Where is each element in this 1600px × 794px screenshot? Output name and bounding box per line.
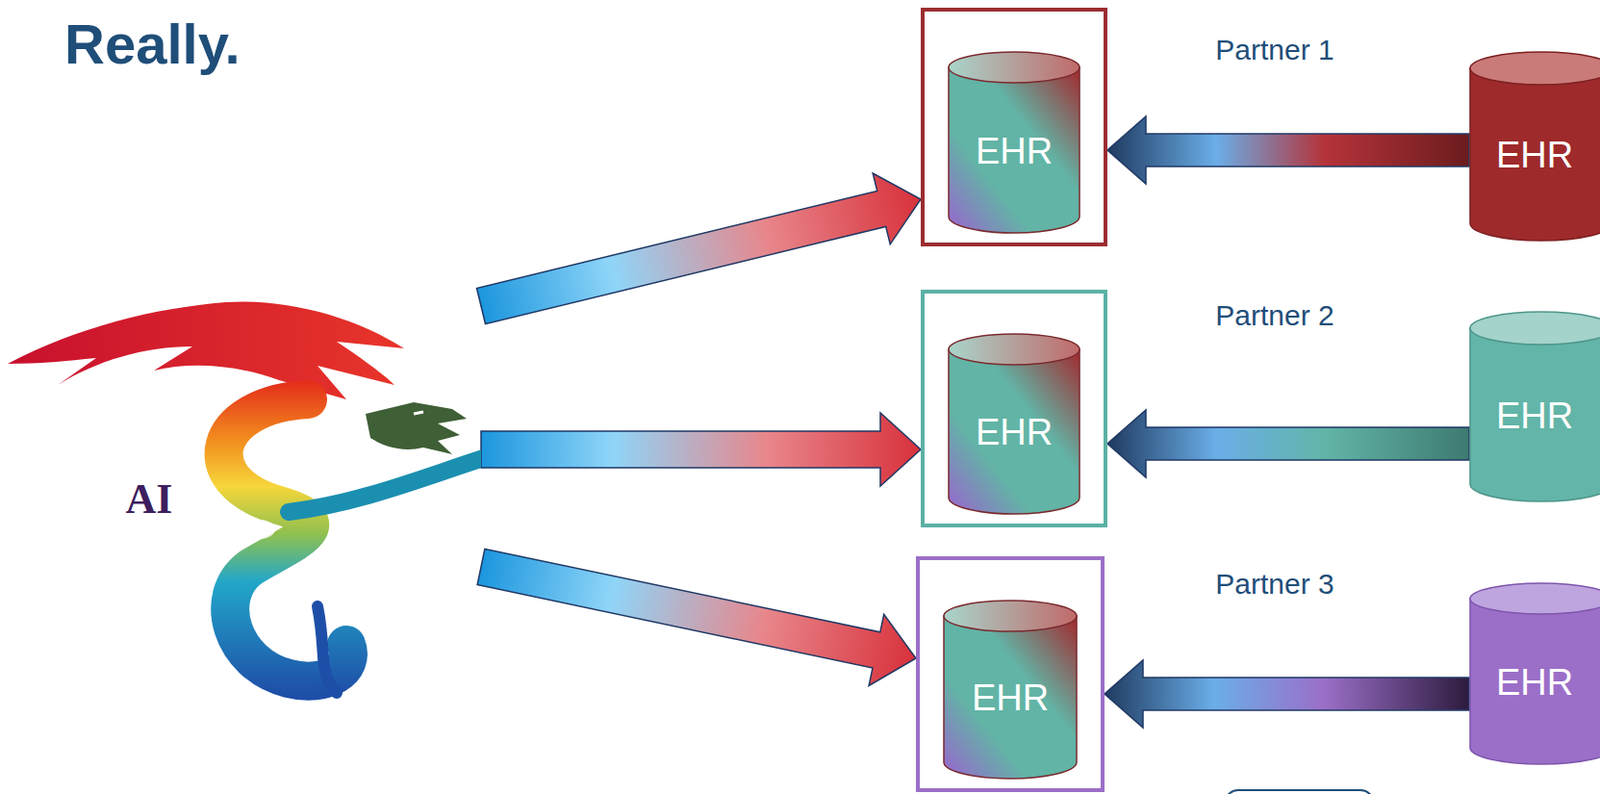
block-arrow bbox=[1107, 409, 1470, 478]
block-arrow bbox=[1104, 660, 1470, 728]
ai-dragon: AI bbox=[0, 288, 482, 703]
partner-label: Partner 3 bbox=[1215, 567, 1334, 601]
ehr-label: EHR bbox=[1496, 661, 1574, 704]
ehr-label: EHR bbox=[1496, 134, 1574, 177]
partner-label: Partner 1 bbox=[1215, 33, 1334, 67]
ehr-cylinder: EHR bbox=[1469, 50, 1600, 242]
framed-ehr-box: EHR bbox=[915, 556, 1105, 792]
ehr-cylinder: EHR bbox=[1469, 310, 1600, 503]
ehr-label: EHR bbox=[975, 130, 1053, 173]
block-arrow bbox=[481, 412, 921, 486]
title: Really. bbox=[64, 11, 241, 77]
ehr-label: EHR bbox=[975, 411, 1053, 454]
partial-box bbox=[1224, 789, 1374, 794]
ehr-label: EHR bbox=[971, 677, 1049, 719]
partner-label: Partner 2 bbox=[1215, 299, 1334, 332]
block-arrow bbox=[1107, 116, 1470, 184]
block-arrow bbox=[477, 173, 922, 325]
ai-label: AI bbox=[126, 474, 174, 524]
framed-ehr-box: EHR bbox=[920, 7, 1108, 247]
dragon-illustration bbox=[0, 288, 482, 703]
ehr-cylinder: EHR bbox=[1469, 582, 1600, 765]
framed-ehr-box: EHR bbox=[920, 289, 1108, 528]
block-arrow bbox=[477, 548, 916, 686]
ehr-label: EHR bbox=[1496, 395, 1574, 437]
